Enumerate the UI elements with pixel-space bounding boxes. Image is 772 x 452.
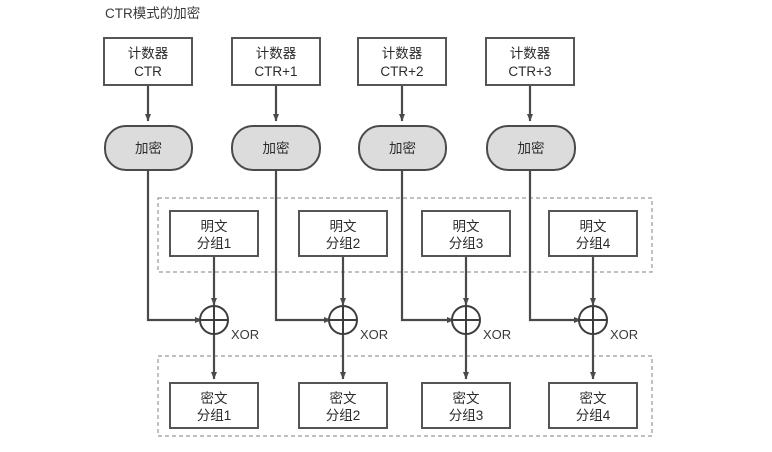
ciphertext-box-3-title: 密文 [453, 390, 480, 406]
encrypt-oval-4[interactable] [486, 125, 576, 171]
plaintext-box-1-title: 明文 [201, 219, 228, 234]
wire-encrypt-to-xor-1 [146, 170, 203, 324]
ciphertext-box-2[interactable] [298, 382, 388, 429]
counter-box-4[interactable] [485, 37, 575, 86]
counter-box-3-title: 计数器 [382, 46, 423, 61]
counter-box-4-value: CTR+3 [508, 64, 551, 79]
plaintext-box-4-value: 分组4 [576, 236, 611, 251]
counter-box-2[interactable] [231, 37, 321, 86]
counter-box-4-title: 计数器 [510, 46, 551, 61]
plaintext-box-3-value: 分组3 [449, 236, 484, 251]
column-2: 计数器 CTR+1 加密 明文 分组2 XOR 密文 分组2 [231, 37, 388, 429]
ciphertext-box-4-value: 分组4 [576, 408, 611, 423]
xor-label-1: XOR [231, 327, 259, 342]
diagram-title: CTR模式的加密 [105, 5, 200, 21]
ciphertext-group-container [157, 355, 653, 437]
column-1: 计数器 CTR 加密 明文 分组1 XOR 密文 分组1 [103, 37, 259, 429]
counter-box-1-value: CTR [134, 64, 162, 79]
ciphertext-box-4[interactable] [548, 382, 638, 429]
counter-box-3[interactable] [357, 37, 447, 86]
plaintext-box-2-value: 分组2 [326, 236, 361, 251]
plaintext-box-2[interactable] [298, 210, 388, 257]
encrypt-oval-2[interactable] [231, 125, 321, 171]
plaintext-box-3-title: 明文 [453, 219, 480, 234]
plaintext-box-4[interactable] [548, 210, 638, 257]
xor-label-3: XOR [483, 327, 511, 342]
encrypt-oval-4-label: 加密 [518, 140, 545, 156]
column-3: 计数器 CTR+2 加密 明文 分组3 XOR 密文 分组3 [357, 37, 511, 429]
ciphertext-box-2-title: 密文 [330, 390, 357, 406]
encrypt-oval-3[interactable] [358, 125, 447, 171]
plaintext-box-2-title: 明文 [330, 219, 357, 234]
counter-box-1[interactable] [103, 37, 193, 86]
encrypt-oval-1-label: 加密 [135, 140, 162, 156]
ciphertext-box-2-value: 分组2 [326, 408, 361, 423]
wire-encrypt-to-xor-3 [400, 170, 455, 324]
counter-box-3-value: CTR+2 [380, 64, 423, 79]
ciphertext-box-3[interactable] [421, 382, 511, 429]
xor-label-4: XOR [610, 327, 638, 342]
counter-box-2-value: CTR+1 [254, 64, 297, 79]
encrypt-oval-1[interactable] [104, 125, 193, 171]
column-4: 计数器 CTR+3 加密 明文 分组4 XOR 密文 分组4 [485, 37, 638, 429]
plaintext-box-1-value: 分组1 [197, 236, 232, 251]
plaintext-box-4-title: 明文 [580, 219, 608, 234]
plaintext-group-container [157, 197, 653, 273]
xor-label-2: XOR [360, 327, 388, 342]
ciphertext-box-4-title: 密文 [580, 390, 608, 406]
plaintext-box-1[interactable] [169, 210, 259, 257]
ciphertext-box-1-value: 分组1 [197, 408, 232, 423]
wire-encrypt-to-xor-4 [528, 170, 582, 324]
plaintext-box-3[interactable] [421, 210, 511, 257]
encrypt-oval-2-label: 加密 [263, 140, 290, 156]
counter-box-2-title: 计数器 [256, 46, 297, 61]
ciphertext-box-1[interactable] [169, 382, 259, 429]
encrypt-oval-3-label: 加密 [389, 140, 416, 156]
counter-box-1-title: 计数器 [128, 46, 169, 61]
wire-encrypt-to-xor-2 [274, 170, 332, 324]
ciphertext-box-1-title: 密文 [201, 390, 228, 406]
ciphertext-box-3-value: 分组3 [449, 408, 484, 423]
